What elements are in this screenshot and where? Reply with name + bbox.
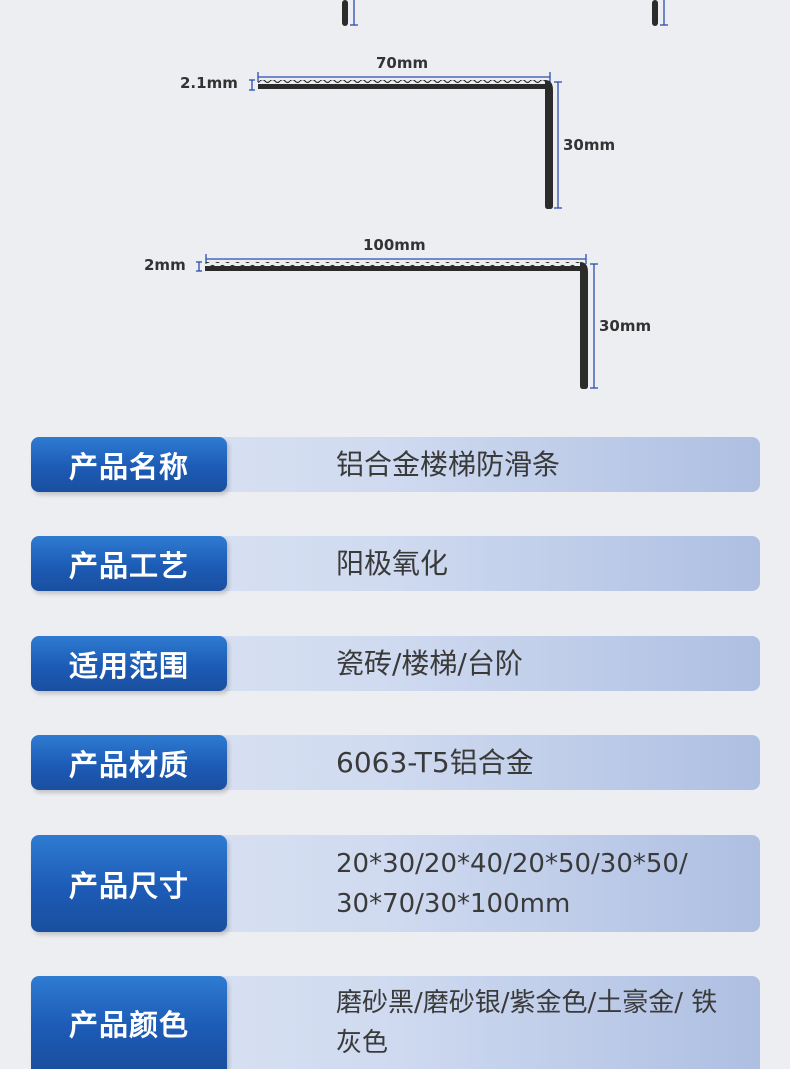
spec-label-size: 产品尺寸	[31, 835, 227, 932]
spec-value-usage: 瓷砖/楼梯/台阶	[336, 646, 523, 680]
spec-row-name: 产品名称 铝合金楼梯防滑条	[31, 437, 760, 492]
spec-label-name: 产品名称	[31, 437, 227, 492]
profile-a-thickness-label: 2.1mm	[180, 74, 238, 92]
top-partial-profiles	[342, 0, 668, 26]
spec-value-color: 磨砂黑/磨砂银/紫金色/土豪金/ 铁灰色	[336, 987, 718, 1058]
spec-value-process: 阳极氧化	[336, 546, 449, 580]
profile-a-width-label: 70mm	[376, 54, 429, 72]
profile-drawing	[196, 0, 668, 389]
spec-value-material: 6063-T5铝合金	[336, 745, 534, 779]
spec-row-material: 产品材质 6063-T5铝合金	[31, 735, 760, 790]
spec-row-size: 产品尺寸 20*30/20*40/20*50/30*50/ 30*70/30*1…	[31, 835, 760, 932]
spec-label-color: 产品颜色	[31, 976, 227, 1069]
spec-row-process: 产品工艺 阳极氧化	[31, 536, 760, 591]
profile-b-thickness-label: 2mm	[144, 256, 186, 274]
profile-b-width-label: 100mm	[363, 236, 426, 254]
profile-b-height-label: 30mm	[599, 317, 652, 335]
profile-a-height-label: 30mm	[563, 136, 616, 154]
profile-a	[249, 72, 562, 209]
spec-label-process: 产品工艺	[31, 536, 227, 591]
spec-value-name: 铝合金楼梯防滑条	[336, 447, 561, 481]
spec-row-usage: 适用范围 瓷砖/楼梯/台阶	[31, 636, 760, 691]
spec-label-usage: 适用范围	[31, 636, 227, 691]
spec-row-color: 产品颜色 磨砂黑/磨砂银/紫金色/土豪金/ 铁灰色	[31, 976, 760, 1069]
profile-b	[196, 254, 598, 389]
spec-label-material: 产品材质	[31, 735, 227, 790]
spec-value-size: 20*30/20*40/20*50/30*50/ 30*70/30*100mm	[336, 848, 688, 919]
profile-diagram: 70mm 2.1mm 30mm 100mm 2mm 30mm	[0, 0, 790, 410]
